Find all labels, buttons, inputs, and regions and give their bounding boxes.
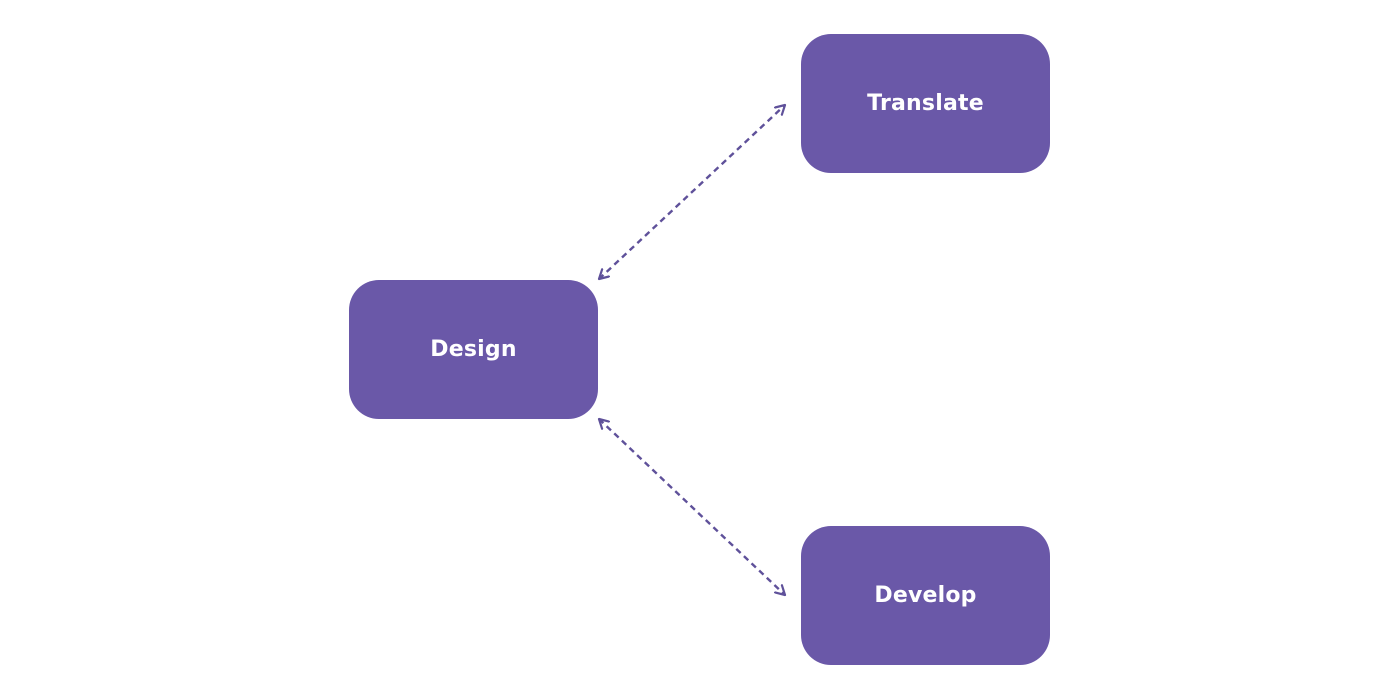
- develop-node-label: Develop: [874, 583, 977, 608]
- develop-node[interactable]: Develop: [801, 526, 1050, 665]
- translate-node-label: Translate: [867, 91, 984, 116]
- design-node-label: Design: [430, 337, 517, 362]
- design-node[interactable]: Design: [349, 280, 598, 419]
- connector-design-develop: [599, 419, 785, 595]
- connector-design-translate: [599, 105, 785, 279]
- translate-node[interactable]: Translate: [801, 34, 1050, 173]
